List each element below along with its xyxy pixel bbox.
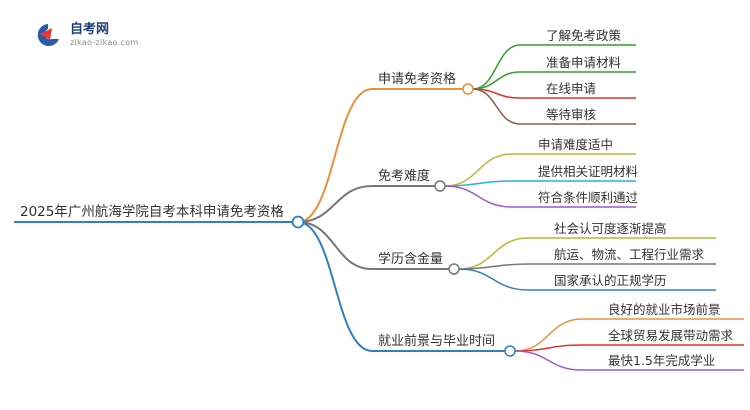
leaf-connector xyxy=(514,350,583,371)
branch-connector xyxy=(297,88,373,223)
leaf-topic-label: 申请难度适中 xyxy=(538,137,613,152)
branch-collapse-toggle[interactable] xyxy=(462,83,474,95)
leaf-connector xyxy=(514,318,583,352)
leaf-topic-label: 提供相关证明材料 xyxy=(538,164,639,179)
leaf-connector xyxy=(472,44,521,90)
branch-topic-label: 免考难度 xyxy=(378,168,430,184)
leaf-connector xyxy=(444,185,513,208)
leaf-connector xyxy=(472,88,521,125)
leaf-connector xyxy=(444,180,513,187)
leaf-connector xyxy=(458,268,529,291)
leaf-connector xyxy=(472,71,521,90)
leaf-topic-label: 准备申请材料 xyxy=(546,55,622,70)
leaf-topic-label: 在线申请 xyxy=(546,81,596,96)
branch-connector xyxy=(297,185,373,223)
leaf-topic-label: 等待审核 xyxy=(546,107,597,122)
branch-topic-label: 就业前景与毕业时间 xyxy=(378,333,495,349)
branch-connector xyxy=(297,221,373,352)
logo-subtitle: zikao-zikao.com xyxy=(70,38,139,47)
leaf-topic-label: 了解免考政策 xyxy=(546,28,622,43)
site-logo[interactable]: 自考网 zikao-zikao.com xyxy=(30,16,160,56)
branch-topic-label: 申请免考资格 xyxy=(378,71,456,87)
leaf-connector xyxy=(458,263,529,270)
root-collapse-toggle[interactable] xyxy=(291,215,305,229)
logo-icon xyxy=(37,24,59,46)
branch-collapse-toggle[interactable] xyxy=(448,263,460,275)
leaf-topic-label: 全球贸易发展带动需求 xyxy=(608,328,734,343)
leaf-topic-label: 社会认可度逐渐提高 xyxy=(554,221,667,236)
logo-title: 自考网 xyxy=(70,22,110,37)
branch-connector xyxy=(297,221,373,270)
leaf-topic-label: 良好的就业市场前景 xyxy=(608,302,721,317)
branch-topic-label: 学历含金量 xyxy=(378,251,443,267)
branch-collapse-toggle[interactable] xyxy=(434,180,446,192)
root-topic-label: 2025年广州航海学院自考本科申请免考资格 xyxy=(20,204,284,220)
leaf-topic-label: 符合条件顺利通过 xyxy=(538,190,639,205)
leaf-connector xyxy=(514,344,583,352)
leaf-topic-label: 国家承认的正规学历 xyxy=(554,273,667,288)
leaf-topic-label: 最快1.5年完成学业 xyxy=(608,353,715,368)
branch-collapse-toggle[interactable] xyxy=(504,345,516,357)
leaf-topic-label: 航运、物流、工程行业需求 xyxy=(554,247,705,262)
